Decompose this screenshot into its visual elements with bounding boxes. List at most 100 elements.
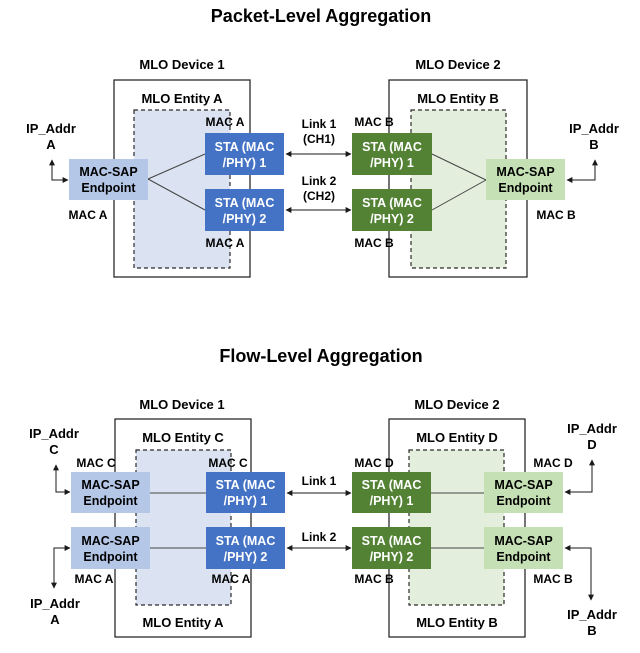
flow-level-section: Flow-Level Aggregation MLO Device 1 MLO … [29,346,617,638]
flow-level-title: Flow-Level Aggregation [219,346,422,366]
svg-text:Endpoint: Endpoint [496,550,551,564]
svg-text:MAC-SAP: MAC-SAP [81,478,139,492]
ip-addr-label: IP_Addr [569,121,619,136]
sta-1: STA (MAC /PHY) 1 [352,133,432,175]
entity-label: MLO Entity A [141,91,223,106]
link1-label: Link 1 [302,117,337,131]
svg-text:Endpoint: Endpoint [83,550,138,564]
device-label: MLO Device 1 [139,397,224,412]
device-label: MLO Device 1 [139,57,224,72]
svg-text:/PHY) 1: /PHY) 1 [370,156,414,170]
connector-line [147,178,206,211]
device-label: MLO Device 2 [415,57,500,72]
svg-text:MAC-SAP: MAC-SAP [496,165,554,179]
endpoint1-mac-label: MAC D [533,456,573,470]
svg-text:Endpoint: Endpoint [496,494,551,508]
endpoint2-mac-label: MAC A [75,572,114,586]
svg-text:Endpoint: Endpoint [498,181,553,195]
endpoint-mac-label: MAC A [69,208,108,222]
ip-arrow-bottom [51,545,71,589]
svg-text:Endpoint: Endpoint [81,181,136,195]
svg-text:/PHY) 2: /PHY) 2 [223,212,267,226]
sta-1: STA (MAC /PHY) 1 [352,472,431,513]
svg-text:B: B [587,623,596,638]
svg-text:/PHY) 1: /PHY) 1 [370,494,414,508]
ip-addr-label: IP_Addr [26,121,76,136]
endpoint-mac-label: MAC B [536,208,576,222]
svg-text:A: A [50,612,60,627]
svg-text:STA (MAC: STA (MAC [362,140,422,154]
svg-text:B: B [589,137,598,152]
packet-links: Link 1 (CH1) Link 2 (CH2) [285,117,352,213]
svg-text:MAC-SAP: MAC-SAP [81,534,139,548]
flow-device-2: MLO Device 2 MLO Entity D MLO Entity B M… [352,397,617,638]
sta2-mac-label: MAC A [206,236,245,250]
svg-text:/PHY) 2: /PHY) 2 [370,550,414,564]
mac-sap-endpoint-2: MAC-SAP Endpoint [71,527,150,569]
mac-sap-endpoint: MAC-SAP Endpoint [69,159,148,200]
ip-addr-bottom-label: IP_Addr [567,607,617,622]
device-label: MLO Device 2 [414,397,499,412]
entity-top-label: MLO Entity D [416,430,498,445]
svg-text:/PHY) 2: /PHY) 2 [224,550,268,564]
sta1-mac-label: MAC D [354,456,394,470]
sta2-mac-label: MAC B [354,572,394,586]
ip-arrow-top [53,464,71,495]
svg-text:MAC-SAP: MAC-SAP [494,478,552,492]
svg-text:STA (MAC: STA (MAC [216,478,276,492]
mac-sap-endpoint-1: MAC-SAP Endpoint [71,472,150,513]
link1-label: Link 1 [302,474,337,488]
endpoint2-mac-label: MAC B [533,572,573,586]
svg-text:Endpoint: Endpoint [83,494,138,508]
svg-text:MAC-SAP: MAC-SAP [494,534,552,548]
sta2-mac-label: MAC B [354,236,394,250]
svg-text:D: D [587,437,596,452]
svg-text:STA (MAC: STA (MAC [215,140,275,154]
svg-text:/PHY) 2: /PHY) 2 [370,212,414,226]
ip-arrow-bottom [564,545,594,601]
entity-top-label: MLO Entity C [142,430,224,445]
ip-arrow [566,159,598,183]
packet-level-title: Packet-Level Aggregation [211,6,431,26]
svg-text:STA (MAC: STA (MAC [362,196,422,210]
sta-2: STA (MAC /PHY) 2 [352,189,432,231]
svg-text:STA (MAC: STA (MAC [362,478,422,492]
svg-text:STA (MAC: STA (MAC [216,534,276,548]
ip-arrow [49,159,69,183]
sta-1: STA (MAC /PHY) 1 [206,472,285,513]
sta-2: STA (MAC /PHY) 2 [352,527,431,569]
sta-2: STA (MAC /PHY) 2 [206,527,285,569]
svg-text:STA (MAC: STA (MAC [215,196,275,210]
svg-text:(CH1): (CH1) [303,132,335,146]
ip-addr-top-label: IP_Addr [29,426,79,441]
svg-text:/PHY) 1: /PHY) 1 [223,156,267,170]
svg-text:C: C [49,442,59,457]
ip-addr-top-label: IP_Addr [567,421,617,436]
entity-label: MLO Entity B [417,91,499,106]
svg-text:(CH2): (CH2) [303,189,335,203]
sta1-mac-label: MAC C [208,456,248,470]
sta2-mac-label: MAC A [212,572,251,586]
svg-text:STA (MAC: STA (MAC [362,534,422,548]
sta-1: STA (MAC /PHY) 1 [205,133,284,175]
mac-sap-endpoint: MAC-SAP Endpoint [486,159,565,200]
entity-bottom-label: MLO Entity A [142,615,224,630]
mac-sap-endpoint-1: MAC-SAP Endpoint [484,472,563,513]
svg-text:MAC-SAP: MAC-SAP [79,165,137,179]
sta-2: STA (MAC /PHY) 2 [205,189,284,231]
connector-line [431,179,487,211]
mac-sap-endpoint-2: MAC-SAP Endpoint [484,527,563,569]
packet-device-2: MLO Device 2 MLO Entity B MAC B MAC B ST… [352,57,619,278]
connector-line [147,153,206,180]
flow-device-1: MLO Device 1 MLO Entity C MLO Entity A M… [29,397,285,638]
svg-text:A: A [46,137,56,152]
svg-text:/PHY) 1: /PHY) 1 [224,494,268,508]
sta1-mac-label: MAC B [354,115,394,129]
packet-level-section: Packet-Level Aggregation MLO Device 1 ML… [26,6,619,278]
flow-links: Link 1 Link 2 [286,474,352,551]
ip-addr-bottom-label: IP_Addr [30,596,80,611]
endpoint1-mac-label: MAC C [76,456,116,470]
packet-device-1: MLO Device 1 MLO Entity A MAC A MAC A ST… [26,57,284,278]
sta1-mac-label: MAC A [206,115,245,129]
